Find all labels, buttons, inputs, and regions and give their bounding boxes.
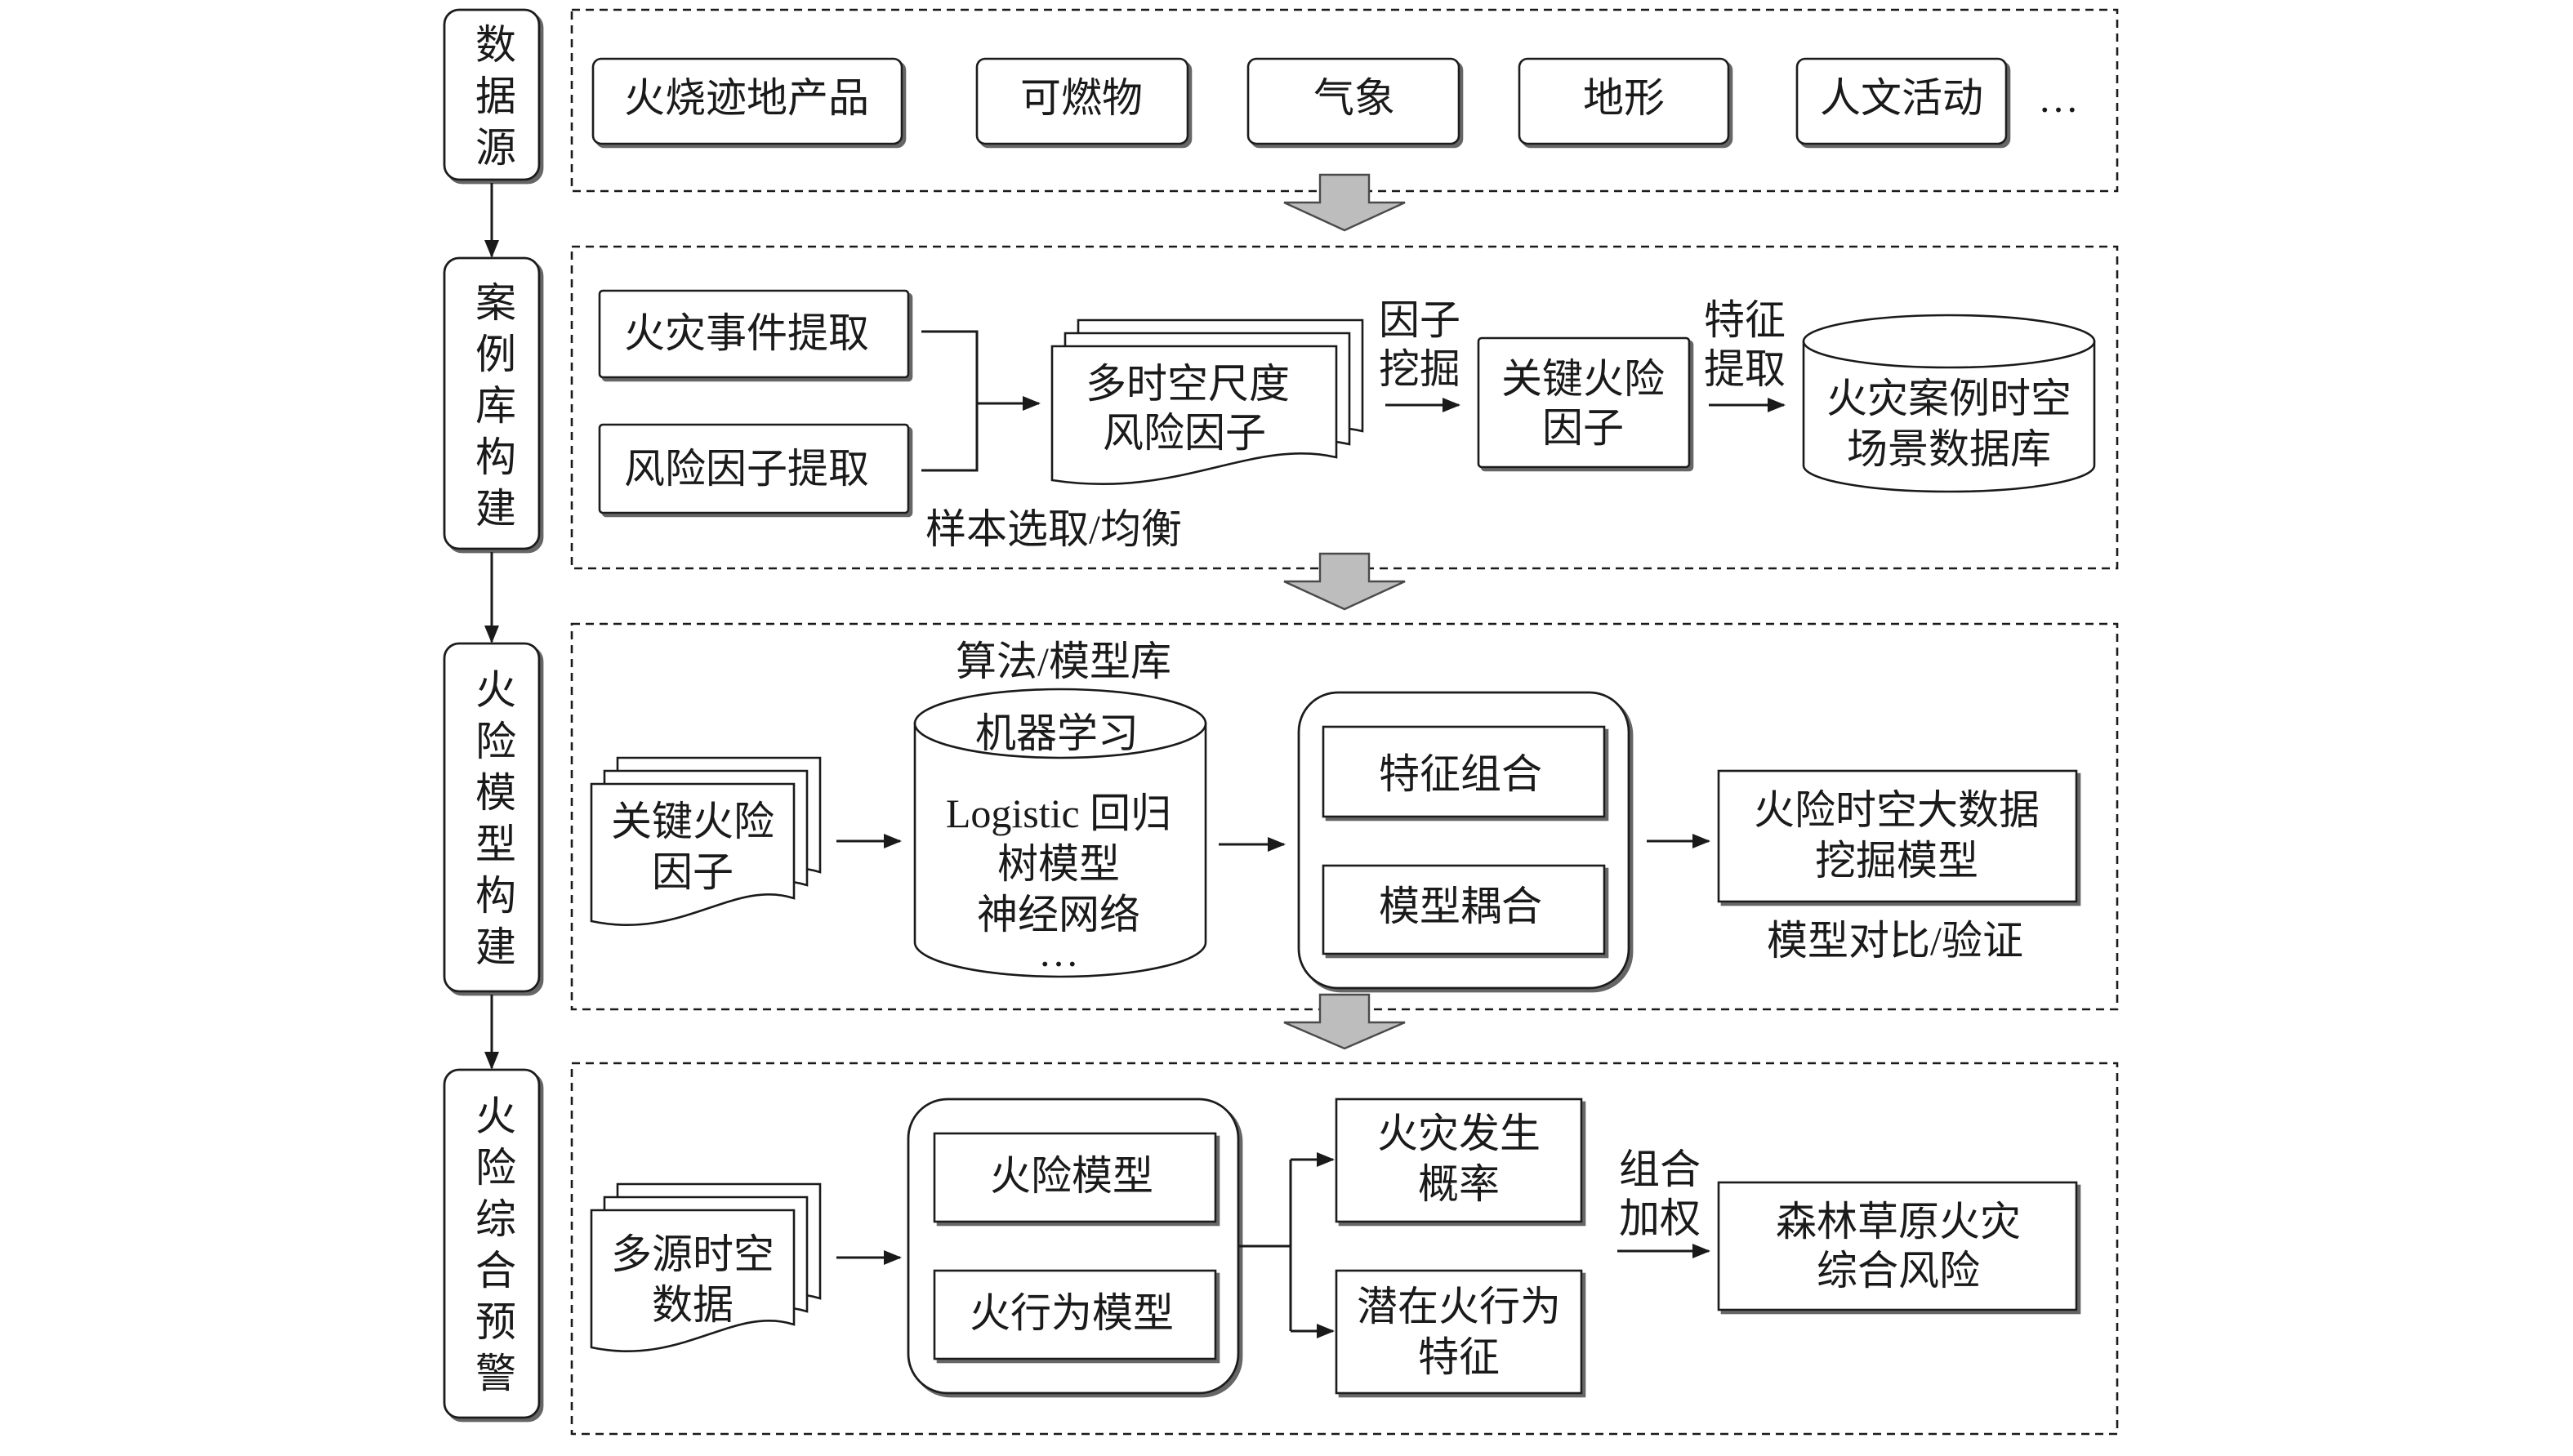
source-box-fuel [975, 57, 1189, 145]
source-box-burned-area [591, 57, 903, 145]
source-label-terrain: 地形 [1582, 78, 1666, 122]
weighting-label-line1: 组合 [1618, 1149, 1701, 1193]
potential-behavior-box [1335, 1269, 1583, 1395]
multi-scale-factors-document [1050, 345, 1338, 486]
source-label-burned-area: 火烧迹地产品 [623, 78, 870, 122]
stage-box-case-library [443, 256, 541, 550]
stage-label-box: 案例库构建 [444, 258, 539, 549]
fire-risk-model-label: 火险模型 [989, 1155, 1154, 1200]
fire-event-extraction-box [598, 289, 910, 379]
model-library-cylinder-body [913, 722, 1207, 978]
feature-combination-box [1322, 725, 1606, 818]
source-label-fuel: 可燃物 [1019, 78, 1144, 122]
key-factors-doc-label-line1: 关键火险 [610, 801, 775, 845]
factor-mining-label-line2: 挖掘 [1378, 349, 1461, 393]
model-library-title: 算法/模型库 [956, 641, 1171, 685]
multi-scale-factors-label-line2: 风险因子 [1102, 412, 1267, 456]
model-library-method: 神经网络 [976, 894, 1141, 938]
integrated-risk-label-line1: 森林草原火灾 [1775, 1201, 2022, 1245]
case-database-cylinder-body [1802, 340, 2096, 493]
fire-probability-box [1335, 1098, 1583, 1223]
integrated-risk-box [1717, 1181, 2078, 1311]
fire-event-extraction-label: 火灾事件提取 [623, 313, 870, 357]
panel-model-building [570, 622, 2119, 1011]
fire-behavior-model-box [933, 1269, 1217, 1360]
stage-label-box: 火险模型构建 [444, 643, 539, 991]
case-database-label-line2: 场景数据库 [1846, 429, 2052, 473]
source-label-human-activity: 人文活动 [1819, 78, 1984, 122]
weighting-label-line2: 加权 [1618, 1198, 1701, 1242]
fire-behavior-model-label: 火行为模型 [969, 1293, 1175, 1337]
model-coupling-box [1322, 864, 1606, 955]
stage-label-data-source: 数据源 [470, 23, 514, 177]
potential-behavior-label-line2: 特征 [1417, 1337, 1501, 1381]
model-library-more-ellipsis: … [1038, 932, 1079, 976]
fire-probability-label-line1: 火灾发生 [1376, 1113, 1541, 1157]
fire-probability-label-line2: 概率 [1417, 1164, 1501, 1208]
integrated-risk-label-line2: 综合风险 [1816, 1250, 1981, 1294]
mining-model-label-line1: 火险时空大数据 [1753, 790, 2040, 834]
mining-model-label-line2: 挖掘模型 [1814, 840, 1979, 884]
model-library-method: 树模型 [997, 844, 1121, 888]
stage-label-case-library: 案例库构建 [470, 280, 514, 537]
source-more-ellipsis: … [2038, 78, 2079, 122]
stage-box-model-building [443, 642, 541, 993]
flow-arrow-down-1 [1283, 173, 1406, 232]
key-factors-box [1477, 336, 1691, 469]
flow-arrow-down-3 [1283, 993, 1406, 1050]
mining-model-box [1717, 769, 2078, 903]
model-coupling-label: 模型耦合 [1378, 886, 1543, 930]
stage-box-data-source [443, 8, 541, 181]
validation-label: 模型对比/验证 [1767, 920, 2023, 964]
potential-behavior-label-line1: 潜在火行为 [1356, 1286, 1562, 1330]
key-factors-label-line2: 因子 [1541, 407, 1625, 452]
key-factors-document [590, 782, 796, 926]
factor-mining-label-line1: 因子 [1378, 300, 1461, 344]
fire-risk-model-box [933, 1132, 1217, 1223]
source-box-human-activity [1795, 57, 2008, 145]
feature-extraction-label-line1: 特征 [1703, 300, 1786, 344]
key-factors-doc-label-line2: 因子 [651, 852, 734, 896]
case-database-cylinder-top [1802, 314, 2096, 369]
key-factors-label-line1: 关键火险 [1501, 358, 1666, 403]
source-box-terrain [1518, 57, 1730, 145]
risk-factor-extraction-label: 风险因子提取 [623, 448, 870, 492]
source-box-weather [1246, 57, 1460, 145]
stage-label-model-building: 火险模型构建 [470, 668, 514, 977]
multi-source-data-label-line1: 多源时空 [610, 1234, 775, 1278]
sampling-label: 样本选取/均衡 [925, 509, 1182, 553]
source-label-weather: 气象 [1313, 78, 1396, 122]
flow-arrow-down-2 [1283, 552, 1406, 611]
extraction-merge-connector [921, 330, 979, 472]
multi-scale-factors-label-line1: 多时空尺度 [1085, 363, 1291, 407]
stage-box-warning [443, 1068, 541, 1419]
model-library-method: Logistic 回归 [945, 793, 1172, 837]
stage-label-box: 数据源 [444, 10, 539, 180]
stage-label-box: 火险综合预警 [444, 1070, 539, 1418]
feature-extraction-label-line2: 提取 [1703, 349, 1786, 393]
model-library-category: 机器学习 [974, 713, 1139, 757]
multi-source-data-document [590, 1209, 796, 1352]
feature-combination-label: 特征组合 [1378, 754, 1543, 798]
case-database-label-line1: 火灾案例时空 [1826, 378, 2072, 422]
model-library-cylinder-top [913, 688, 1207, 759]
risk-factor-extraction-box [598, 423, 910, 514]
multi-source-data-label-line2: 数据 [651, 1285, 734, 1329]
stage-label-warning: 火险综合预警 [470, 1094, 514, 1404]
